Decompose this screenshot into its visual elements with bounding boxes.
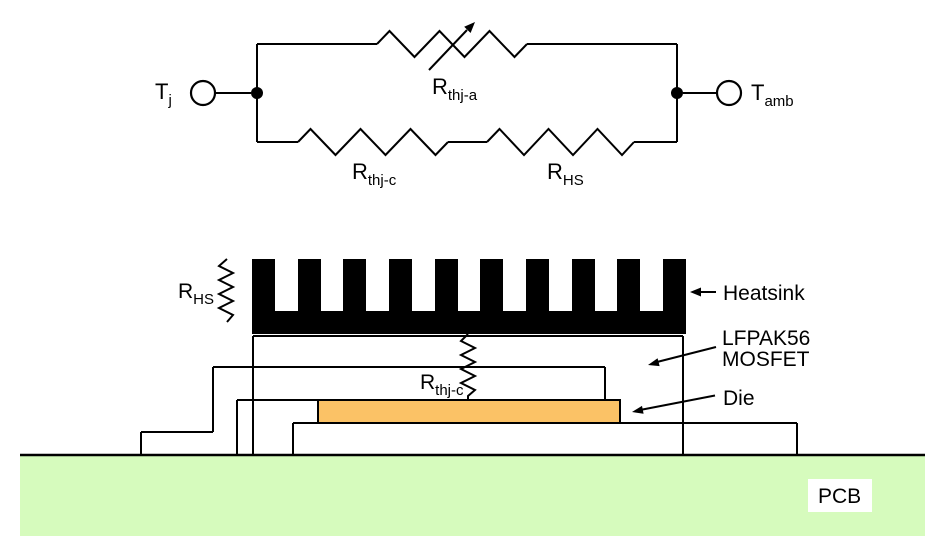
- variable-arrow-line: [428, 29, 468, 71]
- drain-tab: [292, 422, 798, 454]
- tamb-label: Tamb: [751, 80, 794, 110]
- rthjc-circuit-label: Rthj-c: [352, 159, 397, 189]
- package-label-line1: LFPAK56: [722, 327, 810, 350]
- variable-arrow-head: [464, 22, 475, 33]
- rhs-resistor-zigzag: [486, 127, 635, 157]
- tamb-terminal-circle: [715, 79, 743, 107]
- heatsink-arrow-head: [690, 287, 701, 297]
- die-arrow-head: [632, 405, 644, 414]
- source-clip-and-left-lead: [140, 366, 606, 454]
- middle-lead: [236, 399, 318, 454]
- die-label: Die: [723, 387, 755, 410]
- die-arrow-line: [639, 394, 716, 411]
- rthjc-resistor-zigzag: [297, 127, 449, 157]
- rhs-squiggle: [216, 258, 236, 323]
- mosfet-arrow-head: [648, 358, 660, 367]
- pcb-label-box: [808, 479, 872, 512]
- tj-label: Tj: [155, 79, 172, 109]
- right-junction-dot: [671, 87, 683, 99]
- pcb-label: PCB: [818, 485, 861, 508]
- rthja-resistor-zigzag: [376, 29, 528, 59]
- rhs-section-label: RHS: [178, 280, 214, 308]
- package-label-line2: MOSFET: [722, 348, 810, 371]
- thermal-circuit: Tj Rthj-a Rthj-c RHS Tamb: [155, 22, 794, 189]
- rhs-circuit-label: RHS: [547, 159, 584, 189]
- die-rect: [317, 399, 621, 424]
- rthja-label: Rthj-a: [432, 74, 478, 104]
- rthjc-squiggle: [458, 333, 478, 400]
- pcb-board: [20, 456, 925, 536]
- heatsink-label: Heatsink: [723, 282, 805, 305]
- rthjc-section-label: Rthj-c: [420, 371, 464, 399]
- mosfet-arrow-line: [654, 346, 717, 364]
- tj-terminal-circle: [189, 79, 217, 107]
- package-cross-section: PCB RHS Rthj-c Heatsink LFPAK56 MOSFET D: [20, 258, 925, 536]
- heatsink-body: [252, 259, 686, 334]
